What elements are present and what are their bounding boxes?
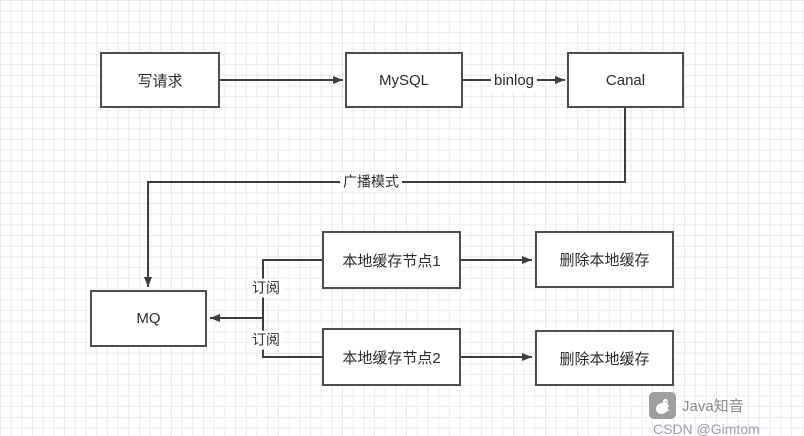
- edge-label-binlog: binlog: [490, 71, 538, 91]
- official-account-bird-icon: [649, 392, 676, 419]
- node-cache-node-2: 本地缓存节点2: [322, 328, 461, 386]
- node-write-request: 写请求: [100, 52, 220, 108]
- node-canal-label: Canal: [605, 71, 646, 89]
- node-delete-cache-2-label: 删除本地缓存: [559, 350, 650, 368]
- node-mysql-label: MySQL: [378, 71, 429, 89]
- node-cache-node-1-label: 本地缓存节点1: [342, 252, 441, 270]
- edge-label-subscribe-bottom: 订阅: [249, 330, 283, 350]
- watermark-brand-row: Java知音: [649, 392, 760, 419]
- node-delete-cache-1: 删除本地缓存: [535, 231, 674, 288]
- node-mq: MQ: [90, 290, 207, 347]
- edge-label-subscribe-top: 订阅: [249, 278, 283, 298]
- edge-label-broadcast-mode: 广播模式: [340, 172, 402, 192]
- watermark: Java知音 CSDN @Gimtom: [649, 392, 760, 436]
- node-mysql: MySQL: [345, 52, 463, 108]
- node-cache-node-2-label: 本地缓存节点2: [342, 349, 441, 367]
- node-write-request-label: 写请求: [137, 72, 183, 90]
- node-cache-node-1: 本地缓存节点1: [322, 231, 461, 289]
- watermark-credit-text: CSDN @Gimtom: [653, 421, 760, 436]
- node-delete-cache-2: 删除本地缓存: [535, 330, 674, 386]
- watermark-brand-text: Java知音: [682, 398, 744, 415]
- node-canal: Canal: [567, 52, 684, 108]
- node-mq-label: MQ: [136, 310, 161, 327]
- node-delete-cache-1-label: 删除本地缓存: [559, 252, 650, 269]
